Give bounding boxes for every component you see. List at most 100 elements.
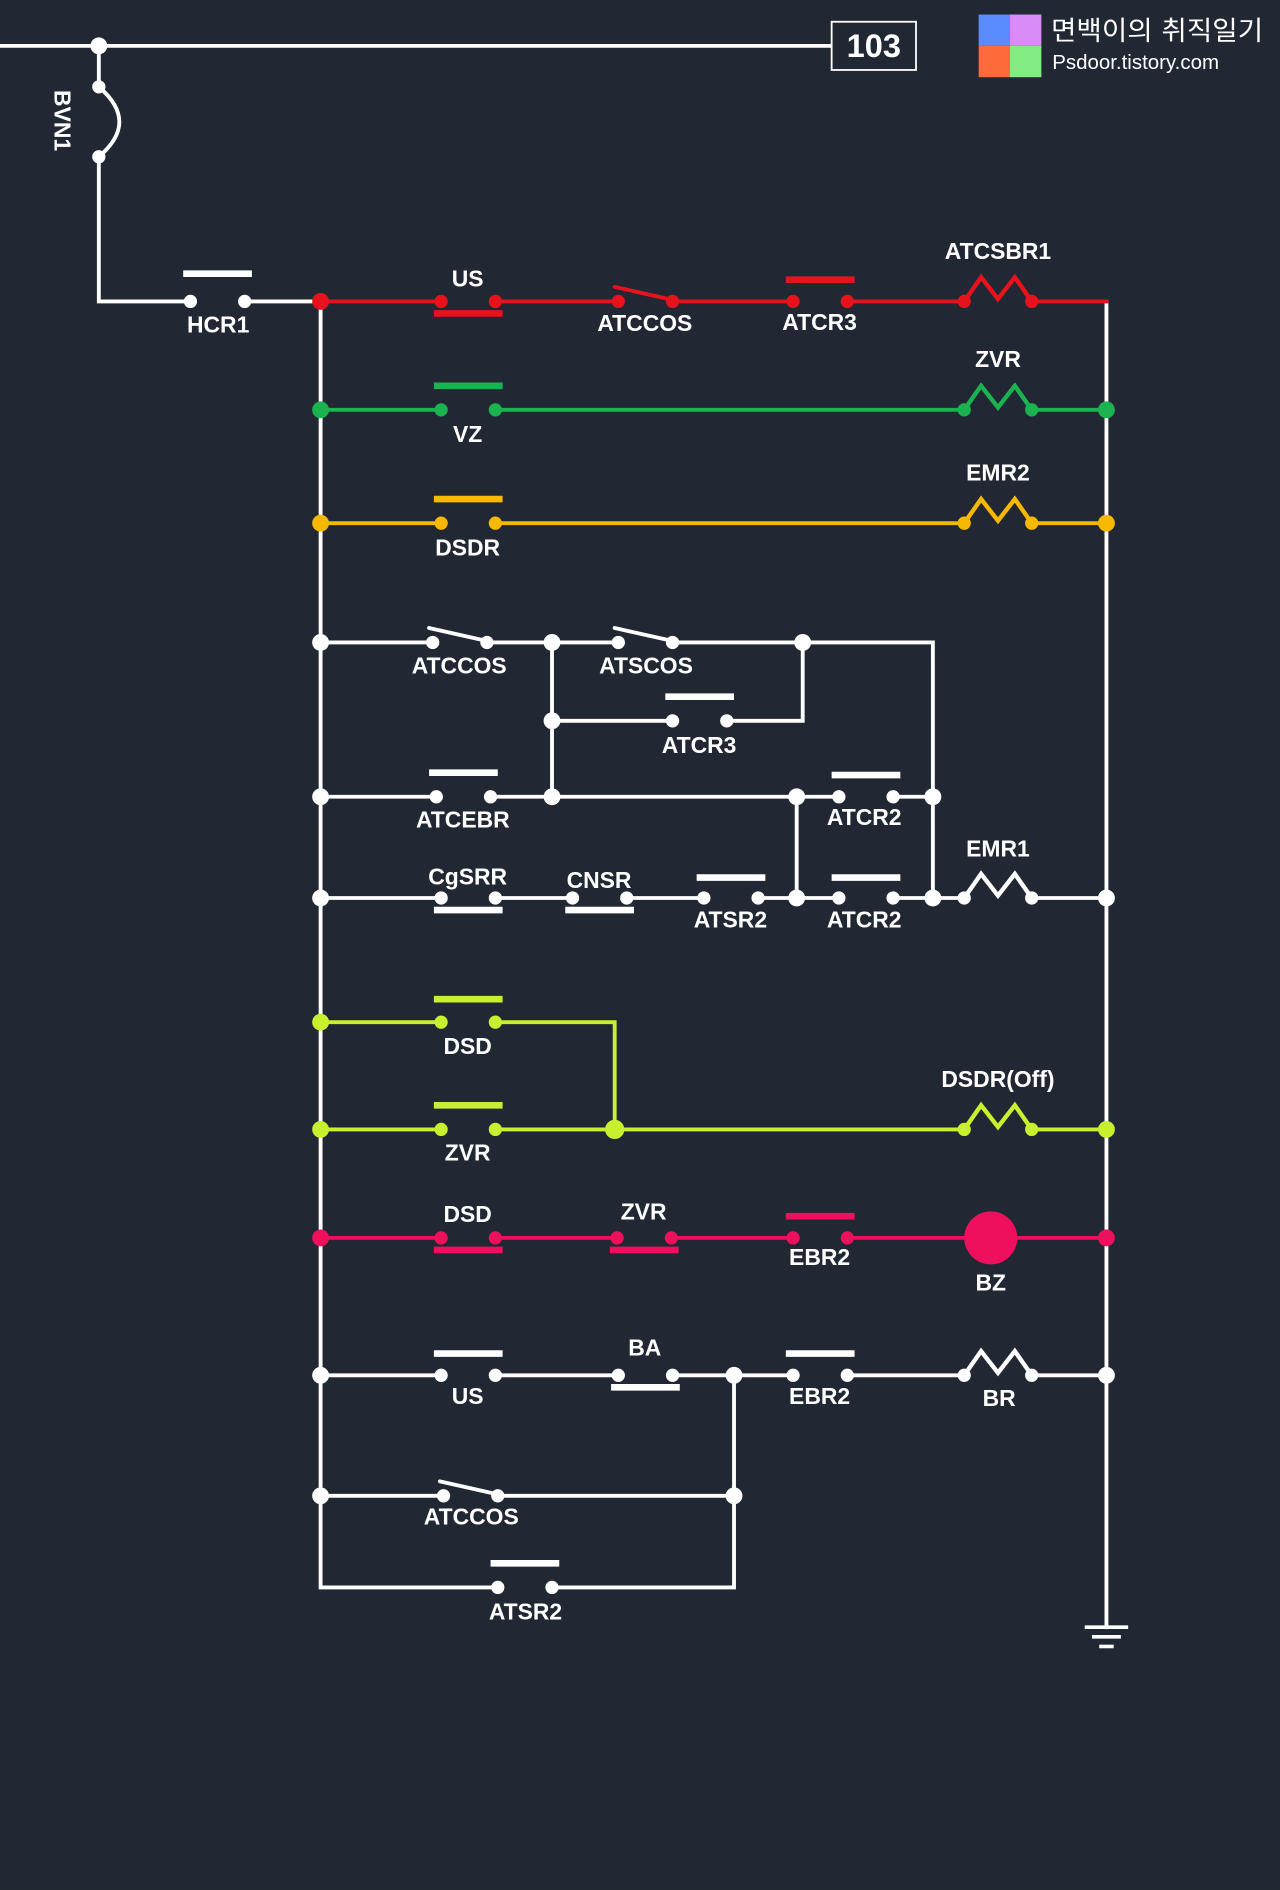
terminal-node [957,403,971,417]
contact-ebr2: EBR2 [785,1212,855,1270]
terminal-node [491,1580,505,1595]
contact-hcr1: HCR1 [183,270,252,337]
terminal-node [886,891,900,905]
junction-node [312,889,330,907]
junction-node [312,292,330,310]
contact-label: ATCEBR [416,807,510,833]
terminal-node [483,790,498,804]
terminal-node [1025,891,1039,905]
terminal-node [664,1231,678,1245]
contact-label: HCR1 [187,311,250,337]
switch-atccos: ATCCOS [424,1479,519,1529]
terminal-node [840,1231,854,1245]
contact-zvr: ZVR [609,1198,679,1254]
junction-node [1098,889,1115,907]
terminal-node [434,1015,448,1029]
junction-node [794,634,812,651]
contact-atcr3: ATCR3 [662,693,737,758]
terminal-node [665,1368,680,1382]
coil-label: EMR2 [966,460,1030,486]
coil-atcsbr1: ATCSBR1 [945,238,1051,309]
terminal-node [832,790,846,804]
terminal-node [957,1368,971,1382]
terminal-node [611,1368,625,1382]
contact-cgsrr: CgSRR [428,863,508,914]
coil-label: DSDR(Off) [941,1066,1054,1092]
junction-node [924,788,942,806]
junction-node [312,401,330,419]
logo-square-green [1010,45,1042,78]
contact-label: BA [628,1335,661,1361]
contact-label: ATSR2 [694,907,767,933]
switch-label: ATSCOS [599,652,693,678]
terminal-node [436,1489,451,1503]
terminal-node [434,1122,448,1137]
switch-atccos: ATCCOS [597,284,692,336]
contact-atcebr: ATCEBR [416,769,510,833]
coil-emr1: EMR1 [957,836,1039,905]
terminal-node [786,1231,800,1245]
terminal-node [434,516,448,530]
terminal-node [488,403,502,417]
terminal-node [957,1122,971,1137]
ground-symbol [1084,1625,1129,1649]
terminal-node [665,635,680,650]
logo-square-blue [978,14,1011,46]
terminal-node [488,516,502,530]
terminal-node [886,790,900,804]
terminal-node [1025,1368,1039,1382]
terminal-node [92,80,106,94]
switch-label: ATCCOS [412,652,507,678]
junction-node [312,788,330,806]
switch-blade [612,284,676,303]
terminal-node [183,294,198,309]
terminal-node [720,714,734,728]
terminal-node [426,635,440,650]
contact-label: ATCR3 [662,732,737,758]
terminal-node [488,891,502,905]
terminal-node [751,891,765,905]
terminal-node [434,891,448,905]
terminal-node [1025,516,1039,530]
coil-zigzag [962,495,1034,525]
logo-square-orange [978,45,1011,78]
contact-label: DSD [443,1201,491,1227]
contact-label: ATCR3 [782,309,857,335]
terminal-node [238,294,252,309]
contact-dsdr: DSDR [433,495,503,560]
buzzer-bz: BZ [964,1211,1018,1295]
junction-node [312,1366,330,1384]
wire [96,154,193,304]
blog-logo: 면백이의 취직일기 Psdoor.tistory.com [978,14,1263,78]
terminal-node [840,1368,854,1382]
terminal-node [840,294,854,309]
junction-node [312,1013,330,1031]
switch-atccos: ATCCOS [412,626,507,678]
contact-label: CgSRR [428,863,507,889]
junction-node [543,634,561,651]
junction-node [924,889,942,907]
coil-zigzag [962,870,1034,900]
terminal-node [611,294,625,309]
blog-title: 면백이의 취직일기 [1051,16,1263,47]
junction-node [312,1487,330,1505]
contact-dsd: DSD [433,995,503,1059]
coil-emr2: EMR2 [957,460,1039,530]
junction-node [543,788,561,806]
contact-zvr: ZVR [433,1101,503,1165]
wire [493,1020,617,1132]
junction-node [1098,1229,1115,1247]
coil-label: EMR1 [966,836,1030,862]
terminal-node [610,1231,624,1245]
terminal-node [92,150,106,164]
terminal-node [1025,294,1039,309]
terminal-node [786,1368,800,1382]
contact-label: ZVR [445,1139,491,1165]
contact-atcr2: ATCR2 [827,874,901,933]
terminal-node [786,294,800,309]
switch-blade [612,626,676,644]
contact-label: ATSR2 [489,1599,562,1625]
terminal-node [832,891,846,905]
